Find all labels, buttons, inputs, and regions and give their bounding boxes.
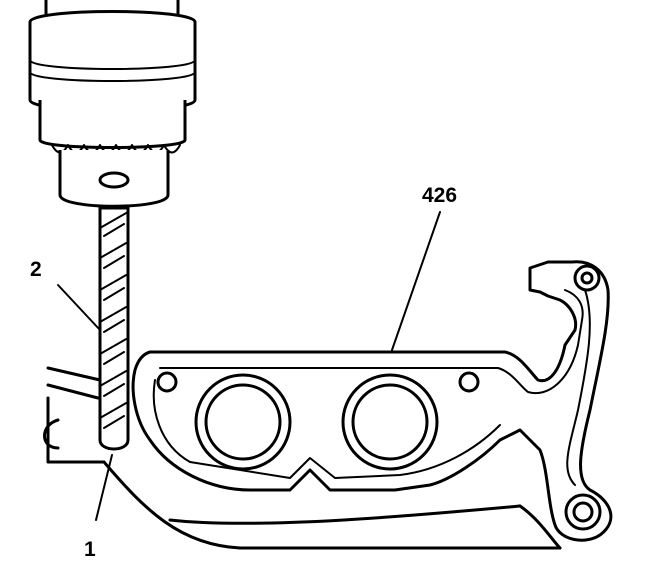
- callout-label-1: 1: [84, 538, 96, 561]
- port-right: [341, 373, 439, 471]
- gasket: [131, 260, 613, 542]
- mounting-surface: [43, 366, 562, 550]
- drill: [28, 0, 197, 451]
- callout-label-426: 426: [422, 184, 457, 207]
- callout-label-2: 2: [30, 258, 42, 281]
- port-left: [194, 373, 292, 471]
- leader-lines: [57, 211, 441, 521]
- drill-bit: [98, 206, 130, 451]
